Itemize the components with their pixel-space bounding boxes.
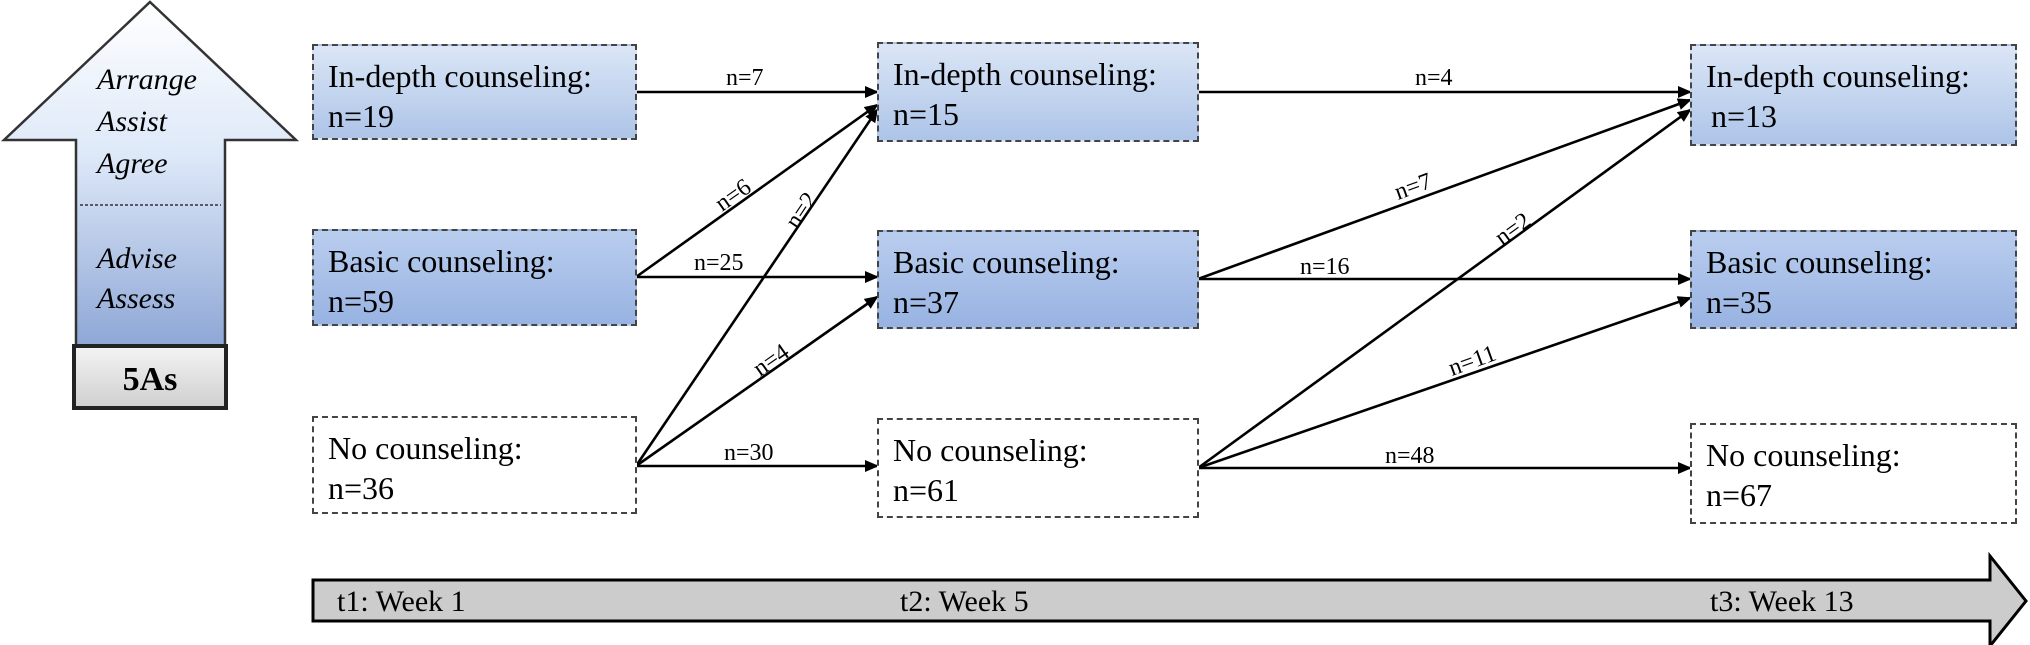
- edge-e5: [635, 295, 879, 468]
- node-count: n=37: [893, 284, 960, 320]
- node-title: In-depth counseling:: [893, 56, 1157, 92]
- node-t2-none: No counseling: n=61: [877, 418, 1199, 518]
- edge-label-e4: n=2: [780, 188, 823, 234]
- node-t3-none: No counseling: n=67: [1690, 423, 2017, 524]
- level-agree: Agree: [95, 147, 168, 180]
- edge-label-e10: n=2: [1490, 208, 1536, 251]
- edge-e11: [1197, 296, 1692, 470]
- transitions: [634, 86, 1692, 474]
- edge-label-e11: n=11: [1445, 341, 1500, 382]
- node-title: No counseling:: [328, 430, 523, 466]
- node-title: No counseling:: [1706, 437, 1901, 473]
- level-arrange: Arrange: [95, 63, 197, 96]
- node-count: n=67: [1706, 477, 1773, 513]
- node-t1-indepth: In-depth counseling: n=19: [312, 44, 637, 140]
- timeline-arrow: [311, 551, 2028, 645]
- edge-e10: [1197, 108, 1692, 470]
- edge-label-e3: n=25: [694, 250, 744, 276]
- node-count: n=35: [1706, 284, 1773, 320]
- five-as-legend: Arrange Assist Agree Advise Assess 5As: [0, 0, 300, 410]
- edge-label-e5: n=4: [749, 339, 795, 382]
- node-count: n=59: [328, 283, 395, 319]
- node-t2-indepth: In-depth counseling: n=15: [877, 42, 1199, 142]
- timeline: t1: Week 1 t2: Week 5 t3: Week 13: [311, 551, 2028, 645]
- node-title: Basic counseling:: [893, 244, 1120, 280]
- node-title: In-depth counseling:: [1706, 58, 1970, 94]
- edge-label-e12: n=48: [1385, 443, 1435, 469]
- edge-e4: [634, 108, 879, 467]
- timeline-t1: t1: Week 1: [337, 585, 466, 618]
- timeline-t2: t2: Week 5: [900, 585, 1029, 618]
- node-t1-none: No counseling: n=36: [312, 416, 637, 514]
- node-title: In-depth counseling:: [328, 58, 592, 94]
- edge-label-e6: n=30: [724, 440, 774, 466]
- five-as-label-box: [72, 344, 228, 410]
- node-count: n=15: [893, 96, 960, 132]
- node-t2-basic: Basic counseling: n=37: [877, 230, 1199, 329]
- edge-label-e7: n=4: [1415, 65, 1453, 91]
- node-title: Basic counseling:: [1706, 244, 1933, 280]
- edge-label-e2: n=6: [711, 174, 757, 217]
- edge-label-e8: n=7: [1391, 168, 1435, 205]
- node-count: n=36: [328, 470, 395, 506]
- edge-label-e1: n=7: [726, 65, 764, 91]
- node-t3-basic: Basic counseling: n=35: [1690, 230, 2017, 329]
- level-assess: Assess: [95, 282, 175, 315]
- edge-e8: [1197, 98, 1692, 281]
- level-assist: Assist: [95, 105, 168, 138]
- node-title: Basic counseling:: [328, 243, 555, 279]
- node-t1-basic: Basic counseling: n=59: [312, 229, 637, 326]
- node-count: n=61: [893, 472, 960, 508]
- node-count: n=13: [1711, 98, 1778, 134]
- edge-e2: [635, 103, 879, 279]
- five-as-label: 5As: [123, 361, 178, 398]
- node-t3-indepth: In-depth counseling: n=13: [1690, 44, 2017, 146]
- level-advise: Advise: [95, 242, 177, 275]
- edge-label-e9: n=16: [1300, 254, 1350, 280]
- node-count: n=19: [328, 98, 395, 134]
- timeline-t3: t3: Week 13: [1710, 585, 1854, 618]
- node-title: No counseling:: [893, 432, 1088, 468]
